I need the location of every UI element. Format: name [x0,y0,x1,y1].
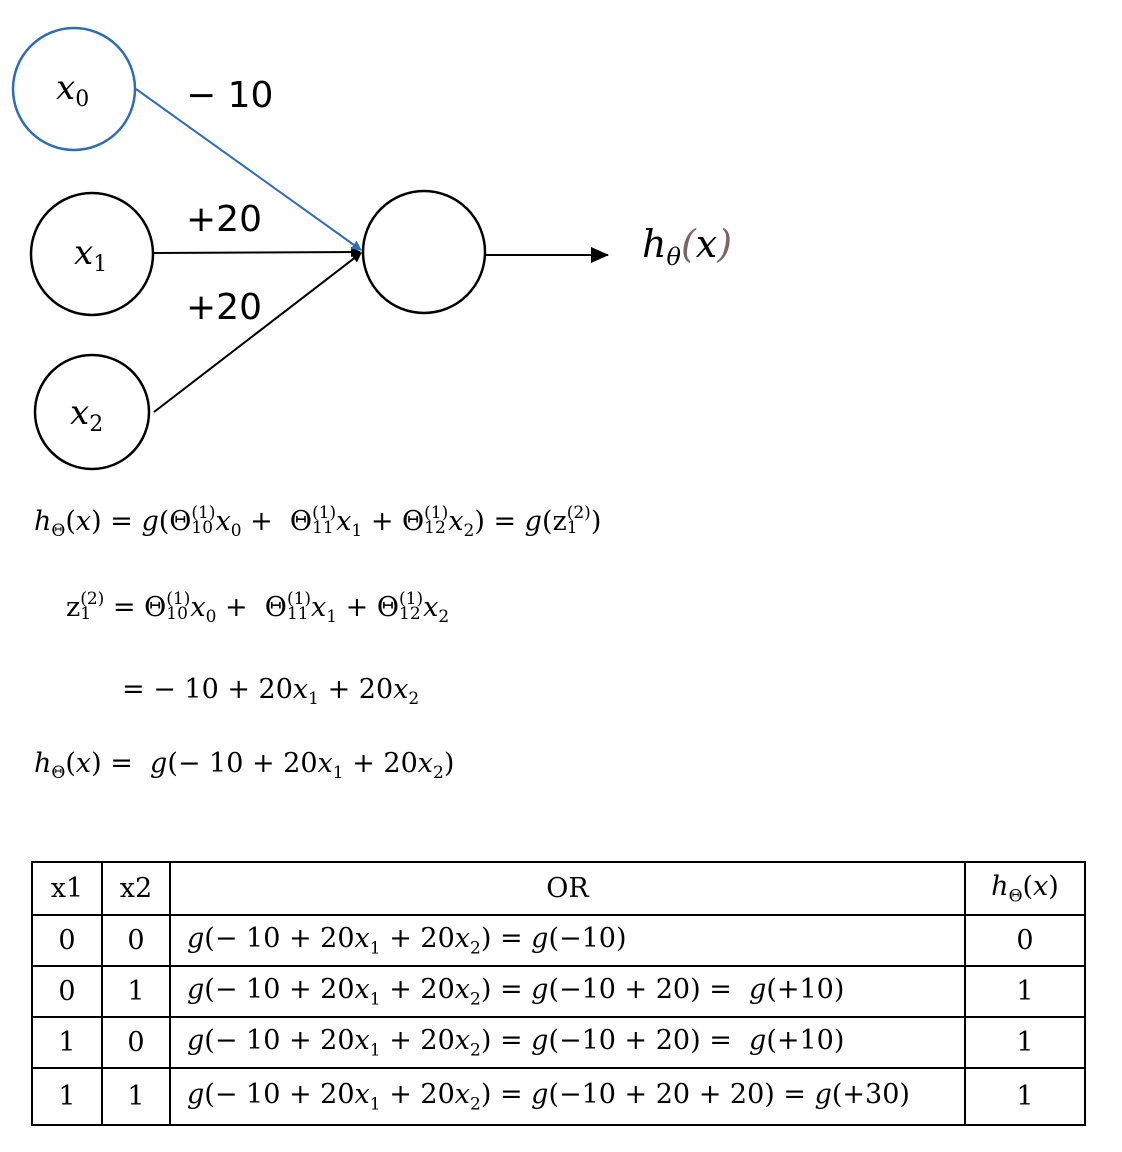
equation-z-values: = − 10 + 20x1 + 20x2 [122,674,420,709]
label-x1: x1 [74,233,107,277]
edge-x1-to-hidden [153,247,361,258]
header-h: hΘ(x) [964,861,1086,916]
weight-x0: − 10 [186,75,273,116]
header-op: OR [169,861,966,916]
cell-x2: 0 [101,1016,171,1069]
weight-x2: +20 [186,287,262,328]
table-row: 1 1 g(− 10 + 20x1 + 20x2) = g(−10 + 20 +… [31,1067,1086,1126]
table-row: 0 1 g(− 10 + 20x1 + 20x2) = g(−10 + 20) … [31,965,1086,1018]
cell-h: 1 [964,1016,1086,1069]
label-x0: x0 [56,68,89,112]
cell-h: 0 [964,914,1086,967]
table-row: 1 0 g(− 10 + 20x1 + 20x2) = g(−10 + 20) … [31,1016,1086,1069]
header-x2: x2 [101,861,171,916]
cell-x1: 1 [31,1016,103,1069]
node-x1 [29,191,155,317]
cell-h: 1 [964,1067,1086,1126]
output-label: hθ(x) [642,222,732,271]
edge-x2-to-hidden [153,252,362,413]
node-x0 [11,26,137,152]
cell-x1: 0 [31,914,103,967]
cell-x2: 1 [101,1067,171,1126]
cell-expr: g(− 10 + 20x1 + 20x2) = g(−10 + 20 + 20)… [169,1067,966,1126]
table-row: 0 0 g(− 10 + 20x1 + 20x2) = g(−10) 0 [31,914,1086,967]
weight-x1: +20 [186,199,262,240]
equation-final: hΘ(x) = g(− 10 + 20x1 + 20x2) [34,748,455,783]
cell-x1: 1 [31,1067,103,1126]
neural-network-diagram: x0 x1 x2 − 10 +20 +20 hθ(x) [11,26,732,471]
cell-h: 1 [964,965,1086,1018]
cell-expr: g(− 10 + 20x1 + 20x2) = g(−10) [169,914,966,967]
header-x1: x1 [31,861,103,916]
edge-x0-to-hidden [135,88,362,251]
label-x2: x2 [70,393,103,437]
node-hidden [361,189,487,315]
cell-expr: g(− 10 + 20x1 + 20x2) = g(−10 + 20) = g(… [169,1016,966,1069]
table-header-row: x1 x2 OR hΘ(x) [31,861,1086,916]
node-x2 [33,353,151,471]
cell-x2: 1 [101,965,171,1018]
cell-x2: 0 [101,914,171,967]
cell-x1: 0 [31,965,103,1018]
or-truth-table: x1 x2 OR hΘ(x) 0 0 g(− 10 + 20x1 + 20x2)… [31,861,1086,1126]
cell-expr: g(− 10 + 20x1 + 20x2) = g(−10 + 20) = g(… [169,965,966,1018]
